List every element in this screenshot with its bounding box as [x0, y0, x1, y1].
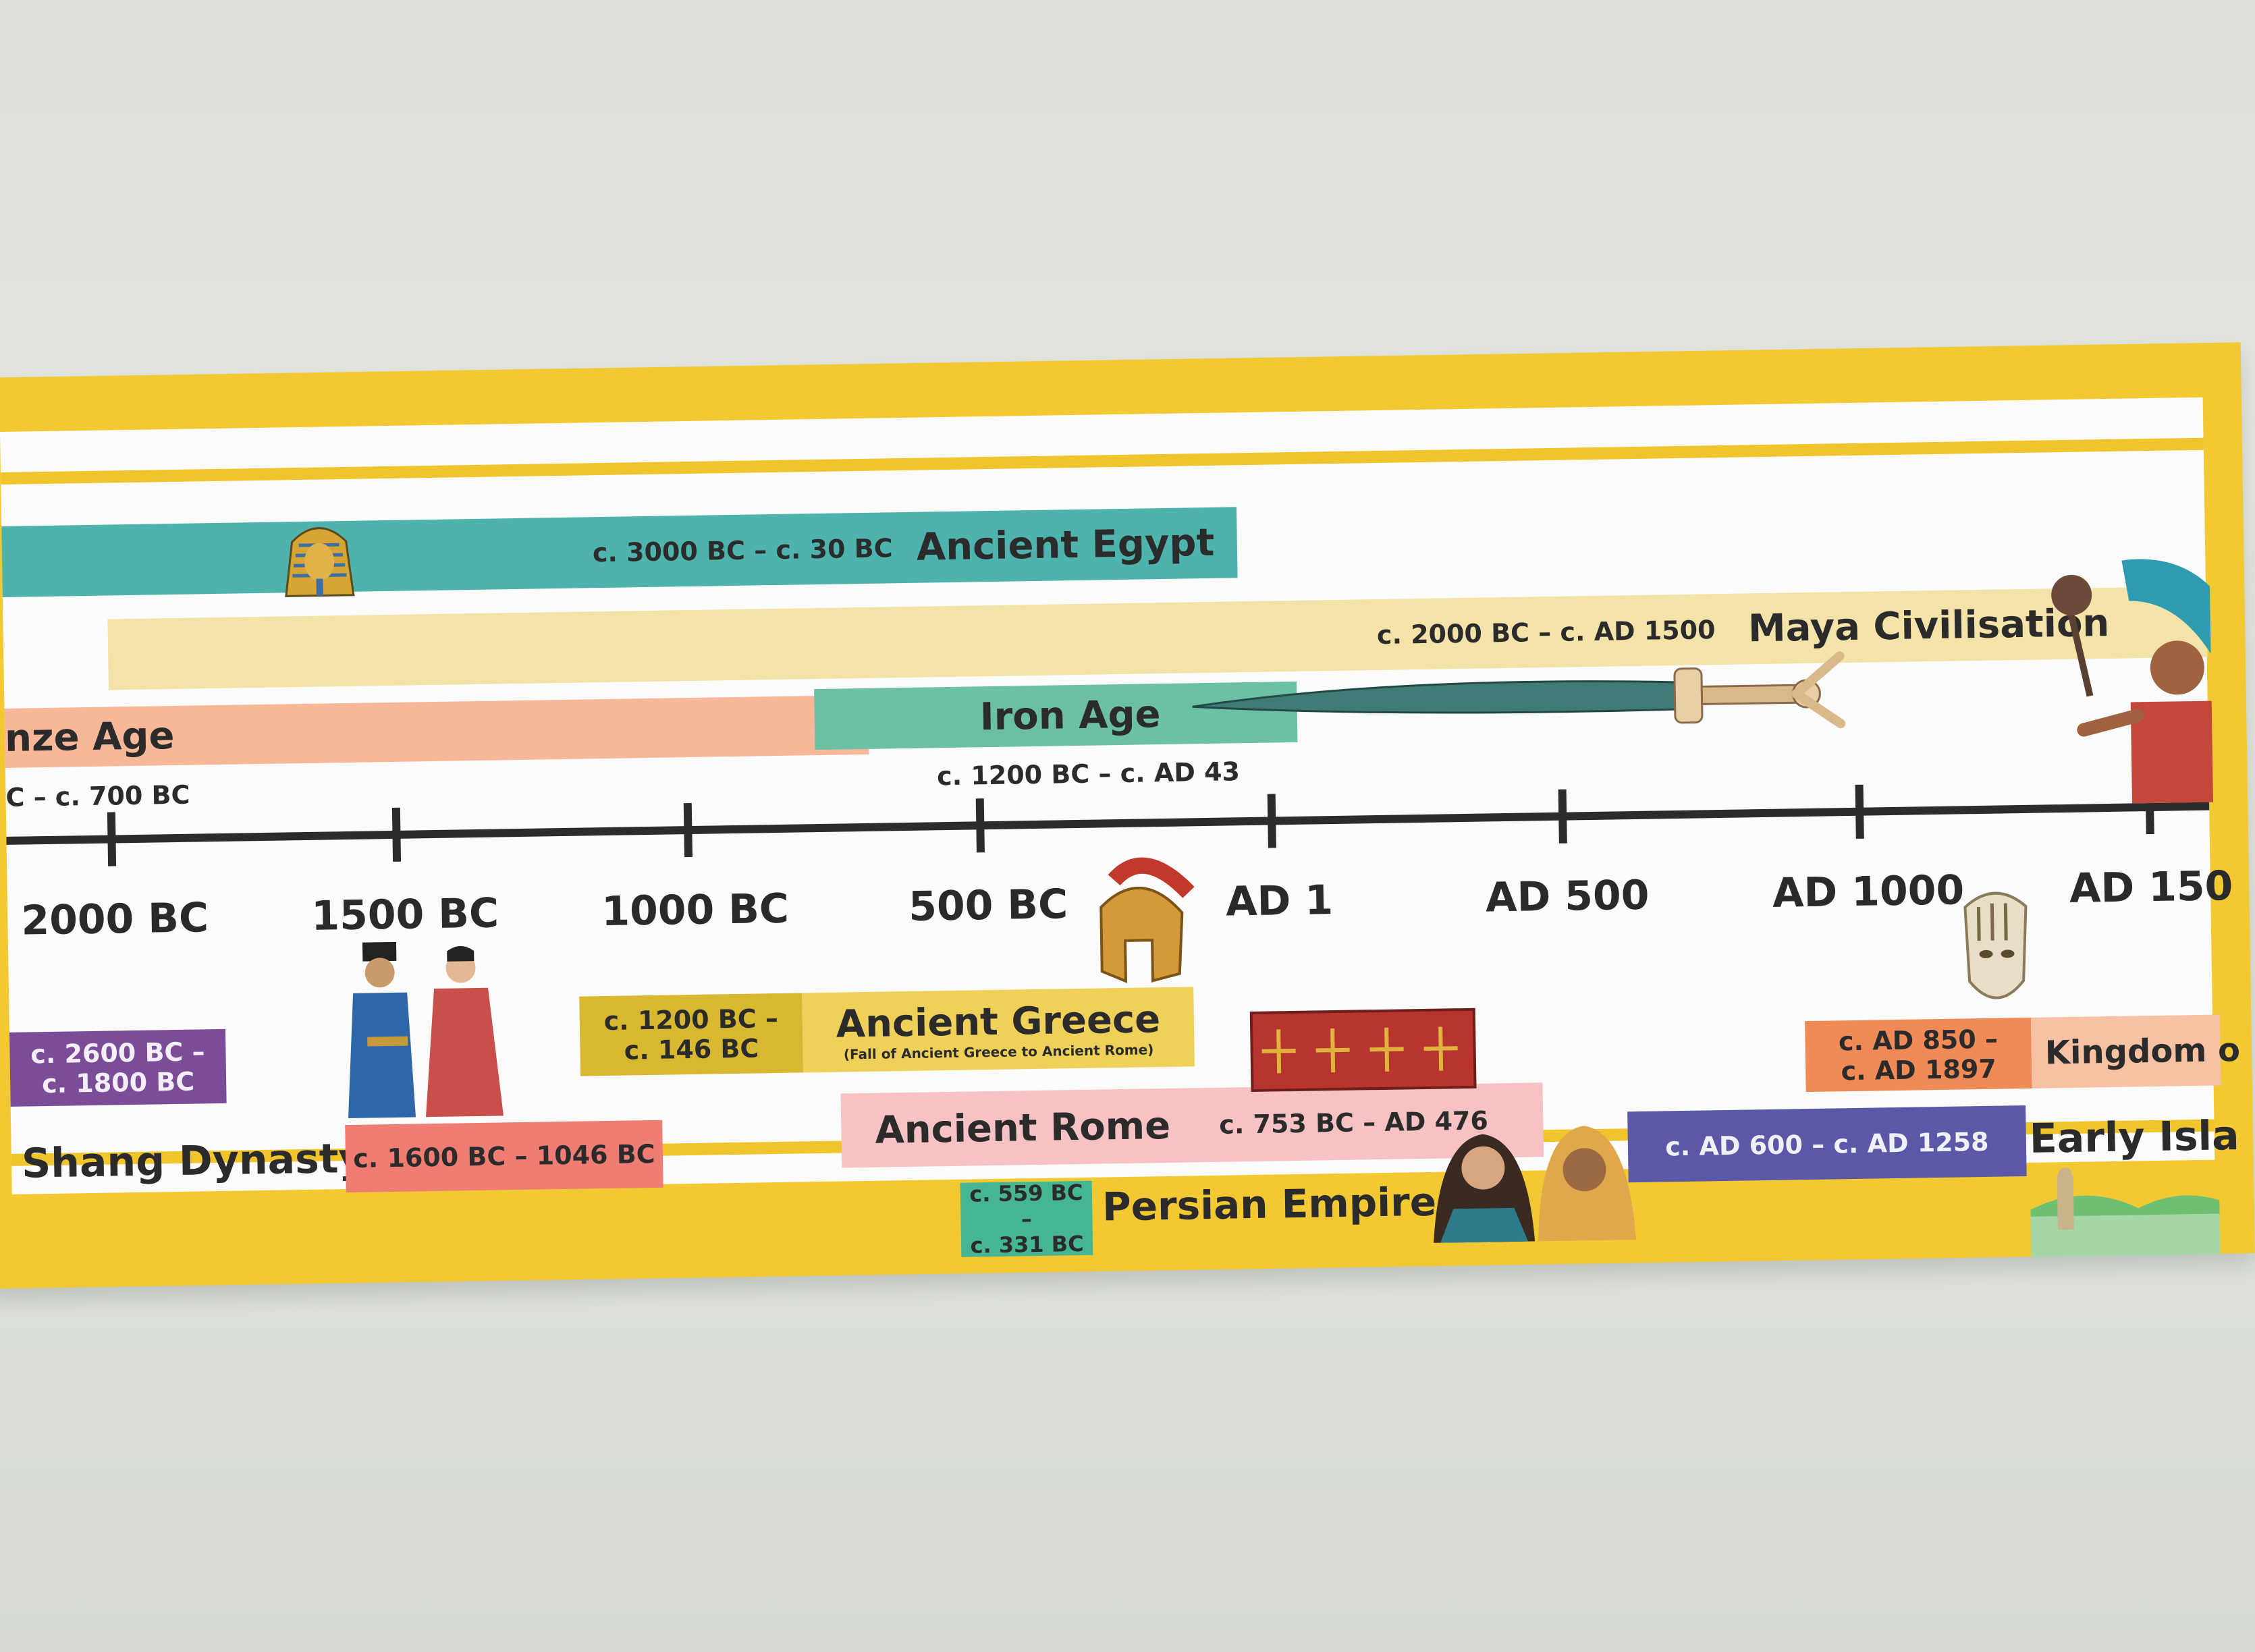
indus-dates-line2: c. 1800 BC	[41, 1066, 195, 1099]
bronze-age-title: nze Age	[4, 713, 175, 761]
rome-title: Ancient Rome	[874, 1103, 1171, 1153]
greece-dates-box: c. 1200 BC – c. 146 BC	[579, 993, 804, 1076]
egypt-title: Ancient Egypt	[916, 520, 1215, 570]
shang-dates-box: c. 1600 BC – 1046 BC	[345, 1120, 663, 1193]
bronze-age-dates: C – c. 700 BC	[5, 779, 190, 813]
shang-title: Shang Dynasty	[21, 1134, 366, 1188]
axis-label-500bc: 500 BC	[908, 881, 1068, 931]
shang-dates: c. 1600 BC – 1046 BC	[352, 1138, 655, 1174]
axis-label-1000bc: 1000 BC	[601, 885, 790, 936]
roman-legion-icon	[1249, 1008, 1477, 1093]
axis-tick	[1267, 794, 1276, 848]
axis-label-1500bc: 1500 BC	[310, 889, 499, 940]
persia-dates-line1: c. 559 BC –	[969, 1179, 1083, 1232]
persian-figures-icon	[1434, 1126, 1637, 1243]
axis-label-2000bc: 2000 BC	[20, 894, 209, 945]
poster-top-border	[0, 437, 2204, 485]
greece-title-box: Ancient Greece (Fall of Ancient Greece t…	[802, 987, 1195, 1073]
axis-tick	[1558, 789, 1567, 844]
islamic-dates-box: c. AD 600 – c. AD 1258	[1627, 1105, 2027, 1183]
persia-dates-box: c. 559 BC – c. 331 BC	[960, 1179, 1093, 1259]
benin-title: Kingdom o	[2044, 1030, 2241, 1072]
axis-tick	[683, 802, 693, 858]
axis-label-ad1: AD 1	[1225, 877, 1334, 926]
sword-icon	[1192, 651, 1846, 729]
timeline-poster: c. 3000 BC – c. 30 BC Ancient Egypt c. 2…	[0, 397, 2240, 1259]
indus-dates-line1: c. 2600 BC –	[30, 1037, 205, 1070]
bronze-age-bar: nze Age	[4, 694, 869, 768]
axis-tick	[107, 812, 117, 866]
axis-label-ad1500: AD 150	[2069, 862, 2233, 912]
benin-title-bar: Kingdom o	[2031, 1014, 2240, 1089]
islamic-title: Early Isla	[2029, 1112, 2240, 1163]
iron-age-dates: c. 1200 BC – c. AD 43	[936, 756, 1241, 792]
pharaoh-mask-icon	[285, 527, 355, 597]
axis-tick	[1855, 784, 1864, 839]
greece-dates-line2: c. 146 BC	[624, 1033, 759, 1066]
egypt-bar: c. 3000 BC – c. 30 BC Ancient Egypt	[1, 507, 1238, 597]
maya-warrior-icon	[2051, 559, 2214, 804]
islamic-dates: c. AD 600 – c. AD 1258	[1664, 1126, 1989, 1161]
greece-dates-line1: c. 1200 BC –	[603, 1003, 779, 1037]
benin-mask-icon	[1963, 891, 2028, 999]
mosque-landscape-icon	[2030, 1167, 2221, 1257]
benin-dates-box: c. AD 850 – c. AD 1897	[1805, 1017, 2032, 1093]
axis-label-ad500: AD 500	[1485, 871, 1650, 922]
persia-title: Persian Empire	[1102, 1178, 1437, 1230]
iron-age-title: Iron Age	[979, 692, 1161, 739]
maya-bar: c. 2000 BC – c. AD 1500 Maya Civilisatio…	[107, 586, 2208, 690]
spartan-helmet-icon	[1099, 857, 1195, 983]
axis-tick	[975, 798, 985, 853]
maya-dates: c. 2000 BC – c. AD 1500	[1376, 614, 1716, 650]
greece-title: Ancient Greece	[836, 997, 1161, 1047]
benin-dates-line1: c. AD 850 –	[1838, 1024, 1999, 1056]
axis-tick	[391, 807, 402, 862]
shang-figures-icon	[348, 941, 504, 1119]
persia-dates-line2: c. 331 BC	[970, 1230, 1084, 1259]
egypt-dates: c. 3000 BC – c. 30 BC	[592, 532, 893, 568]
benin-dates-line2: c. AD 1897	[1841, 1053, 1997, 1086]
axis-label-ad1000: AD 1000	[1772, 866, 1965, 917]
indus-dates-box: c. 2600 BC – c. 1800 BC	[9, 1028, 227, 1107]
timeline-axis	[6, 802, 2210, 845]
